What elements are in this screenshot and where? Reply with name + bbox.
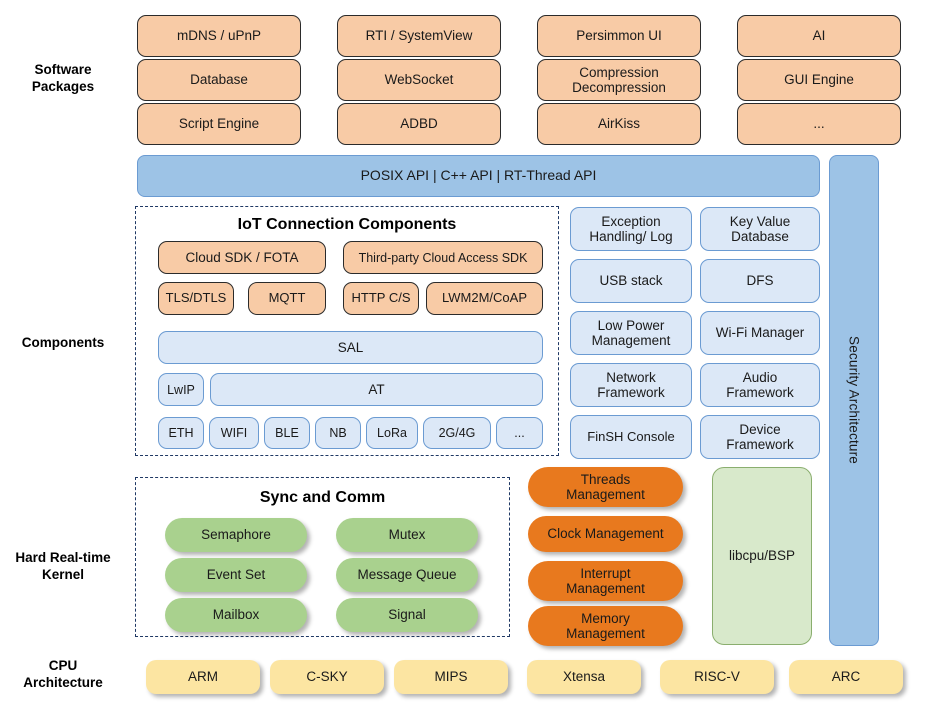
security-architecture-bar: Security Architecture [829,155,879,646]
kernel-interrupt-management[interactable]: Interrupt Management [528,561,683,601]
iot-link-eth[interactable]: ETH [158,417,204,449]
security-architecture-label: Security Architecture [846,336,862,465]
component-key-value-database[interactable]: Key Value Database [700,207,820,251]
package-persimmon-ui[interactable]: Persimmon UI [537,15,701,57]
component-network-framework-label: Network Framework [597,369,665,400]
sync-signal[interactable]: Signal [336,598,478,632]
row-label-kernel: Hard Real-time Kernel [0,550,126,584]
iot-link-wifi[interactable]: WIFI [209,417,259,449]
package-ellipsis[interactable]: ... [737,103,901,145]
security-architecture-label-wrap: Security Architecture [830,156,878,645]
sync-message-queue[interactable]: Message Queue [336,558,478,592]
kernel-clock-management-label: Clock Management [547,526,664,542]
iot-cloud-sdk-fota[interactable]: Cloud SDK / FOTA [158,241,326,274]
sync-mutex[interactable]: Mutex [336,518,478,552]
iot-sal[interactable]: SAL [158,331,543,364]
package-adbd[interactable]: ADBD [337,103,501,145]
cpu-xtensa[interactable]: Xtensa [527,660,641,694]
package-script-engine[interactable]: Script Engine [137,103,301,145]
component-device-framework-label: Device Framework [726,421,794,452]
sync-event-set[interactable]: Event Set [165,558,307,592]
component-finsh-console[interactable]: FinSH Console [570,415,692,459]
iot-mqtt[interactable]: MQTT [248,282,326,315]
component-wifi-manager[interactable]: Wi-Fi Manager [700,311,820,355]
package-gui-engine[interactable]: GUI Engine [737,59,901,101]
package-compression-decompression[interactable]: Compression Decompression [537,59,701,101]
row-label-components: Components [21,335,105,350]
row-label-software-packages-line1: Software [34,62,92,77]
row-label-cpu-line1: CPU [48,658,78,673]
component-low-power-management[interactable]: Low Power Management [570,311,692,355]
component-low-power-management-label: Low Power Management [591,317,671,348]
kernel-memory-management[interactable]: Memory Management [528,606,683,646]
cpu-mips[interactable]: MIPS [394,660,508,694]
package-database[interactable]: Database [137,59,301,101]
row-label-software-packages-line2: Packages [31,78,95,94]
package-airkiss[interactable]: AirKiss [537,103,701,145]
component-device-framework[interactable]: Device Framework [700,415,820,459]
sync-and-comm-group: Sync and Comm [135,477,510,637]
component-usb-stack[interactable]: USB stack [570,259,692,303]
kernel-threads-management-label: Threads Management [566,471,645,502]
package-websocket[interactable]: WebSocket [337,59,501,101]
component-audio-framework[interactable]: Audio Framework [700,363,820,407]
row-label-kernel-line2: Kernel [41,566,85,582]
package-mdns-upnp[interactable]: mDNS / uPnP [137,15,301,57]
iot-group-title: IoT Connection Components [237,216,457,233]
cpu-risc-v[interactable]: RISC-V [660,660,774,694]
iot-third-party-cloud-access-sdk[interactable]: Third-party Cloud Access SDK [343,241,543,274]
row-label-software-packages: Software Packages [0,62,126,96]
sync-semaphore[interactable]: Semaphore [165,518,307,552]
package-ai[interactable]: AI [737,15,901,57]
cpu-c-sky[interactable]: C-SKY [270,660,384,694]
iot-http-cs[interactable]: HTTP C/S [343,282,419,315]
cpu-arm[interactable]: ARM [146,660,260,694]
iot-lwm2m-coap[interactable]: LWM2M/CoAP [426,282,543,315]
row-label-kernel-line1: Hard Real-time [15,550,111,565]
iot-connection-components-group: IoT Connection Components [135,206,559,456]
component-exception-handling-log-label: Exception Handling/ Log [589,213,673,244]
kernel-interrupt-management-label: Interrupt Management [566,565,645,596]
iot-link-ellipsis[interactable]: ... [496,417,543,449]
kernel-clock-management[interactable]: Clock Management [528,516,683,552]
sync-group-title: Sync and Comm [259,489,386,506]
kernel-threads-management[interactable]: Threads Management [528,467,683,507]
package-compression-label: Compression Decompression [572,64,666,95]
iot-link-lora[interactable]: LoRa [366,417,418,449]
kernel-memory-management-label: Memory Management [566,610,645,641]
iot-link-2g-4g[interactable]: 2G/4G [423,417,491,449]
cpu-arc[interactable]: ARC [789,660,903,694]
sync-mailbox[interactable]: Mailbox [165,598,307,632]
component-dfs[interactable]: DFS [700,259,820,303]
api-bar: POSIX API | C++ API | RT-Thread API [137,155,820,197]
row-label-cpu-architecture: CPU Architecture [0,658,126,692]
component-audio-framework-label: Audio Framework [726,369,794,400]
package-rti-systemview[interactable]: RTI / SystemView [337,15,501,57]
component-network-framework[interactable]: Network Framework [570,363,692,407]
iot-link-ble[interactable]: BLE [264,417,310,449]
iot-link-nb[interactable]: NB [315,417,361,449]
iot-tls-dtls[interactable]: TLS/DTLS [158,282,234,315]
component-key-value-database-label: Key Value Database [729,213,791,244]
component-exception-handling-log[interactable]: Exception Handling/ Log [570,207,692,251]
libcpu-bsp-block[interactable]: libcpu/BSP [712,467,812,645]
iot-at[interactable]: AT [210,373,543,406]
iot-lwip[interactable]: LwIP [158,373,204,406]
row-label-cpu-line2: Architecture [23,674,103,690]
